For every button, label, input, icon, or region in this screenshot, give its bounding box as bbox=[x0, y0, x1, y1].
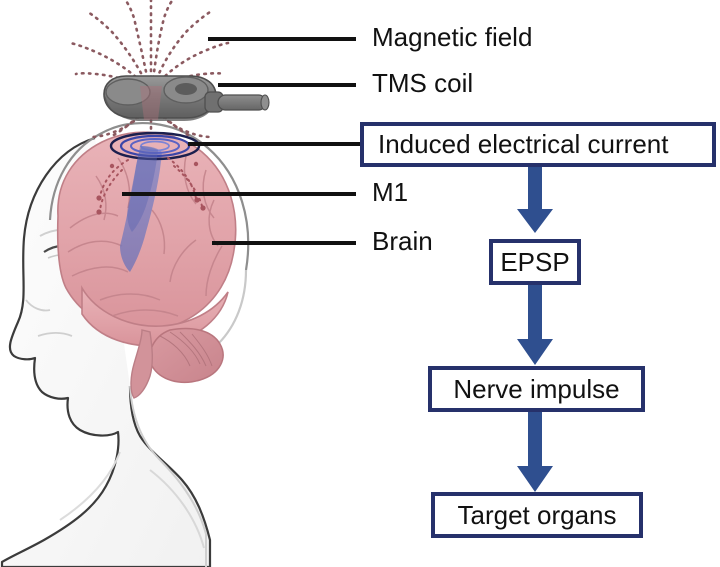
arrow-induced-to-epsp bbox=[517, 167, 553, 233]
label-m1: M1 bbox=[372, 177, 409, 207]
magnetic-field-lines bbox=[68, 0, 230, 139]
leader-tms-coil bbox=[218, 83, 356, 87]
skull-outline bbox=[48, 122, 250, 345]
flow-box-label: EPSP bbox=[500, 246, 570, 277]
arrow-nerve-impulse-to-target-organs bbox=[517, 412, 553, 492]
tms-coil bbox=[103, 75, 270, 121]
leader-m1 bbox=[122, 192, 356, 196]
arrow-epsp-to-nerve-impulse bbox=[517, 285, 553, 365]
flow-box-label: Induced electrical current bbox=[378, 129, 669, 159]
m1-strip bbox=[120, 146, 162, 272]
leader-induced-current bbox=[188, 142, 360, 146]
flow-box-nerve-impulse: Nerve impulse bbox=[428, 366, 645, 412]
label-magnetic-field: Magnetic field bbox=[372, 22, 533, 52]
induced-current-rings bbox=[109, 131, 201, 161]
flow-box-epsp: EPSP bbox=[489, 239, 581, 285]
leader-magnetic-field bbox=[208, 37, 356, 41]
cortical-activation-dots bbox=[99, 157, 203, 211]
anatomy-illustration bbox=[0, 0, 270, 567]
current-flow-shade bbox=[127, 146, 158, 232]
flow-box-label: Nerve impulse bbox=[453, 373, 620, 404]
leader-brain bbox=[212, 241, 356, 245]
flow-box-induced-electrical-current: Induced electrical current bbox=[360, 122, 716, 167]
label-brain: Brain bbox=[372, 226, 433, 256]
flow-box-label: Target organs bbox=[457, 499, 617, 530]
label-tms-coil: TMS coil bbox=[372, 68, 474, 98]
flow-box-target-organs: Target organs bbox=[431, 492, 643, 538]
activation-dots bbox=[96, 161, 206, 215]
brain bbox=[56, 131, 237, 399]
